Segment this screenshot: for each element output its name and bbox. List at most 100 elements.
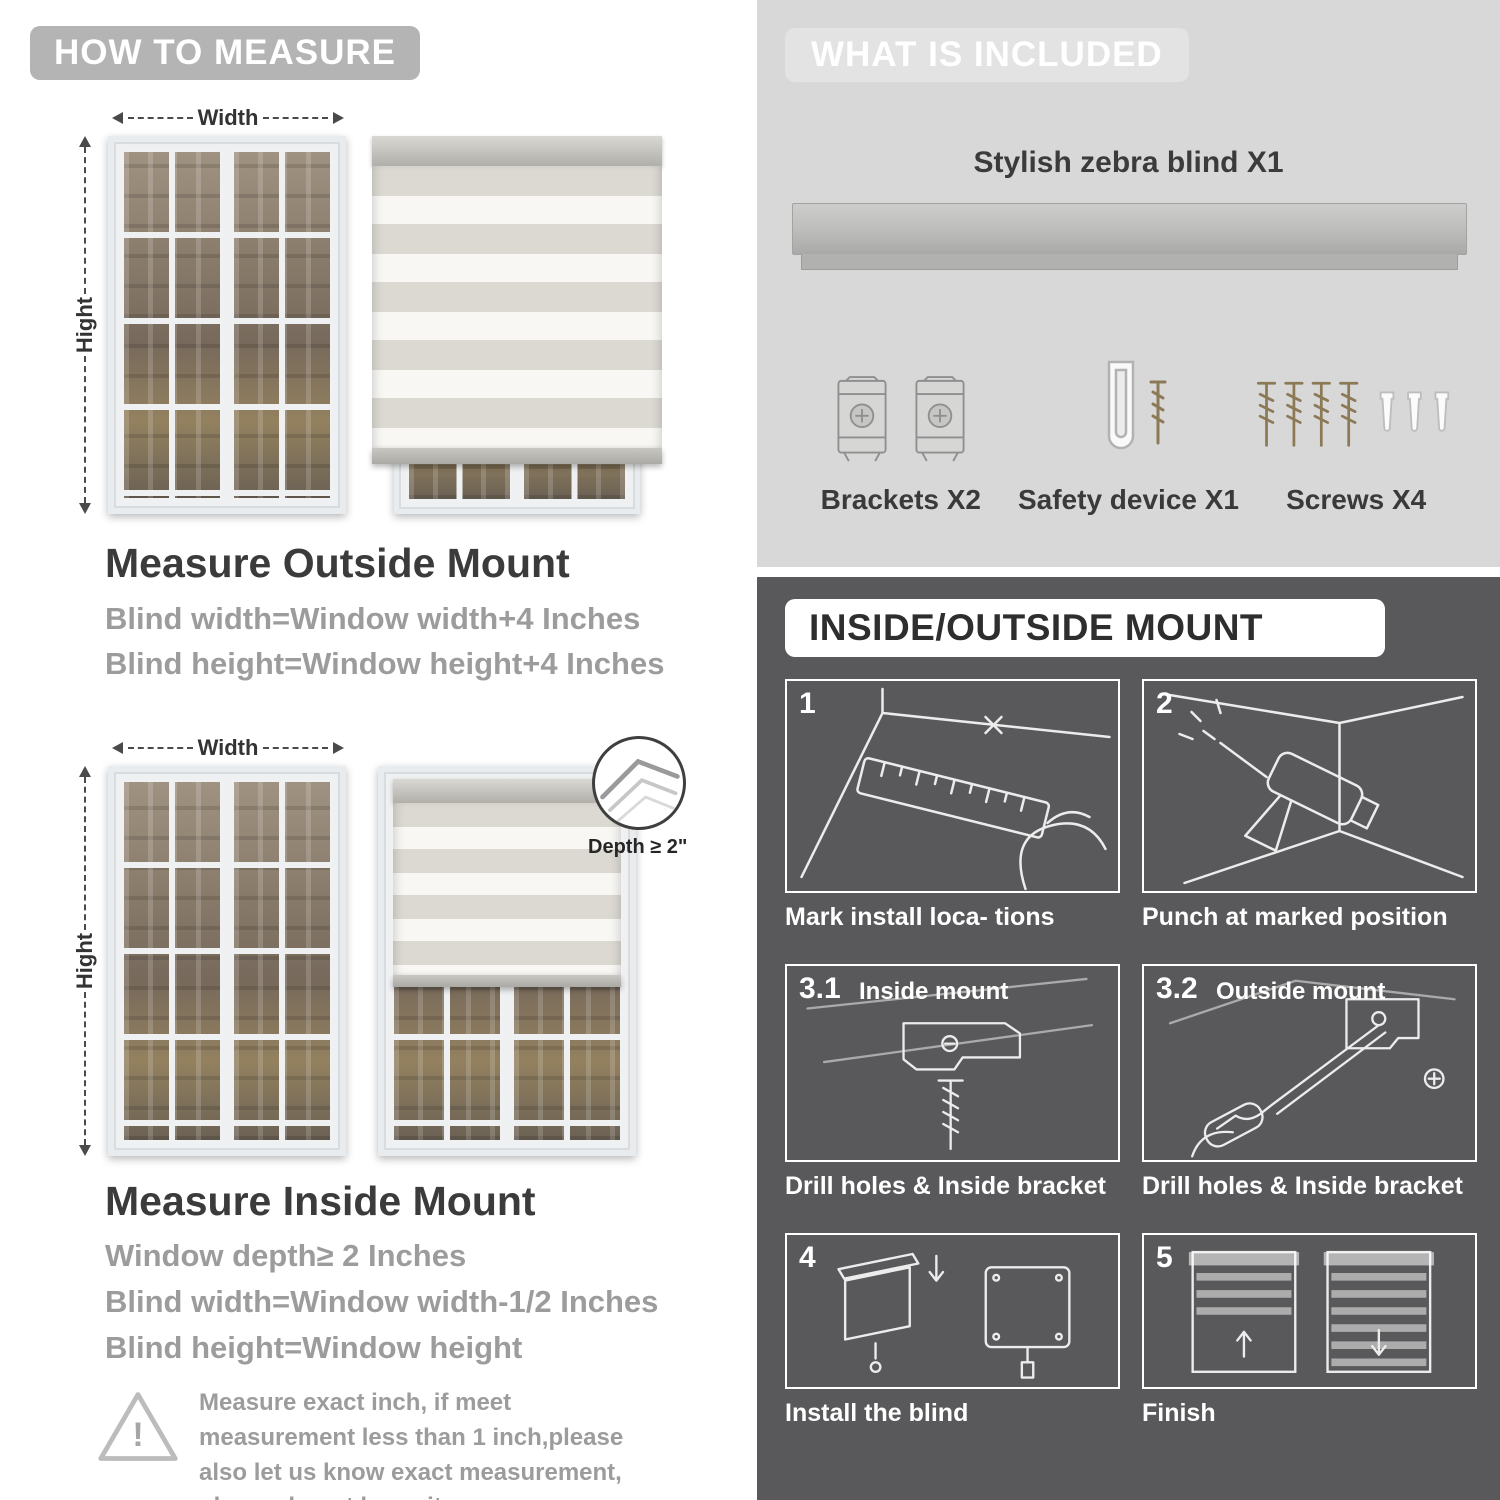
product-name-label: Stylish zebra blind X1 xyxy=(973,146,1284,179)
window-photo-inside-mount xyxy=(108,766,346,1156)
width-arrow-outside: Width xyxy=(112,105,345,130)
inside-mount-rule-height: Blind height=Window height xyxy=(105,1330,523,1365)
safety-device-glyph xyxy=(1107,360,1166,450)
step-3-1: 3.1 Inside mount xyxy=(785,964,1120,1201)
window-photo-outside-mount xyxy=(108,136,346,514)
drill-illustration xyxy=(1168,693,1464,885)
brackets-label: Brackets X2 xyxy=(820,484,981,515)
step-sublabel: Inside mount xyxy=(859,978,1009,1005)
step-1-caption: Mark install loca- tions xyxy=(785,903,1055,931)
inside-mount-rule-depth: Window depth≥ 2 Inches xyxy=(105,1238,467,1273)
step-number: 5 xyxy=(1156,1241,1173,1274)
blind-fabric-stripes xyxy=(372,166,662,448)
zebra-blind-headrail-illustration xyxy=(792,203,1467,270)
step-3-2-panel: 3.2 Outside mount xyxy=(1142,964,1477,1162)
window-sash xyxy=(231,149,333,501)
safety-device-icon xyxy=(1079,356,1179,468)
finished-blinds-illustration xyxy=(1188,1250,1434,1373)
arrowhead-right-icon xyxy=(333,112,345,124)
blind-bottom-rail xyxy=(393,975,621,987)
dashed-line xyxy=(84,777,86,930)
inside-outside-mount-banner: INSIDE/OUTSIDE MOUNT xyxy=(785,599,1385,657)
step-5: 5 xyxy=(1142,1233,1477,1428)
arrowhead-up-icon xyxy=(79,766,91,777)
step-number: 2 xyxy=(1156,687,1173,720)
screws-and-anchors-glyph xyxy=(1257,381,1450,447)
zebra-blind-inside xyxy=(393,779,621,987)
brackets-icon xyxy=(829,372,973,468)
what-is-included-banner: WHAT IS INCLUDED xyxy=(785,28,1189,82)
step-3-1-panel: 3.1 Inside mount xyxy=(785,964,1120,1162)
included-item-screws: Screws X4 xyxy=(1242,330,1470,516)
how-to-measure-title: HOW TO MEASURE xyxy=(54,33,396,72)
outside-mount-rule-width: Blind width=Window width+4 Inches xyxy=(105,601,641,636)
step-4-panel: 4 xyxy=(785,1233,1120,1389)
width-label: Width xyxy=(197,105,259,130)
dashed-line xyxy=(263,117,329,119)
step-3-2-caption: Drill holes & Inside bracket xyxy=(1142,1172,1463,1200)
step-1: 1 xyxy=(785,679,1120,932)
window-sash xyxy=(231,779,333,1143)
install-blind-illustration xyxy=(837,1252,1071,1379)
dashed-line xyxy=(84,356,86,503)
measurement-warning: ! Measure exact inch, if meet measuremen… xyxy=(95,1386,665,1500)
step-2: 2 xyxy=(1142,679,1477,932)
window-with-inside-blind xyxy=(378,766,636,1156)
width-label: Width xyxy=(197,735,259,760)
inside-outside-mount-title: INSIDE/OUTSIDE MOUNT xyxy=(809,607,1264,648)
warning-text: Measure exact inch, if meet measurement … xyxy=(199,1389,624,1500)
step-number: 3.2 xyxy=(1156,972,1198,1005)
installation-steps-grid: 1 xyxy=(785,679,1477,1428)
step-2-panel: 2 xyxy=(1142,679,1477,893)
window-sash xyxy=(121,779,223,1143)
outside-mount-rule-height: Blind height=Window height+4 Inches xyxy=(105,646,665,681)
arrowhead-left-icon xyxy=(112,112,123,124)
blind-cassette xyxy=(393,779,621,803)
window-corner-zoom-icon xyxy=(600,758,680,823)
step-number: 1 xyxy=(799,687,816,720)
mark-locations-illustration xyxy=(800,687,1111,891)
height-arrow-inside: Hight xyxy=(72,766,98,1156)
included-item-safety-device: Safety device X1 xyxy=(1015,330,1243,516)
dashed-line xyxy=(263,747,329,749)
inside-bracket-illustration xyxy=(806,977,1094,1151)
included-item-brackets: Brackets X2 xyxy=(787,330,1015,516)
step-5-panel: 5 xyxy=(1142,1233,1477,1389)
step-5-caption: Finish xyxy=(1142,1399,1216,1427)
arrowhead-down-icon xyxy=(79,503,91,514)
step-4: 4 In xyxy=(785,1233,1120,1428)
step-number: 3.1 xyxy=(799,972,841,1005)
depth-callout-circle xyxy=(592,736,686,830)
zebra-blind-outside-illustration xyxy=(372,136,662,514)
step-3-2: 3.2 Outside mount xyxy=(1142,964,1477,1201)
warning-triangle-icon: ! xyxy=(95,1386,181,1468)
what-is-included-title: WHAT IS INCLUDED xyxy=(811,35,1163,74)
step-2-caption: Punch at marked position xyxy=(1142,903,1448,931)
dashed-line xyxy=(84,992,86,1145)
step-number: 4 xyxy=(799,1241,816,1274)
arrowhead-down-icon xyxy=(79,1145,91,1156)
arrowhead-up-icon xyxy=(79,136,91,147)
exclamation-mark: ! xyxy=(132,1416,144,1454)
step-1-panel: 1 xyxy=(785,679,1120,893)
step-sublabel: Outside mount xyxy=(1216,978,1386,1005)
included-items-row: Brackets X2 xyxy=(787,330,1470,516)
screws-label: Screws X4 xyxy=(1286,484,1427,515)
blind-fabric-stripes xyxy=(393,803,621,975)
depth-requirement-label: Depth ≥ 2" xyxy=(588,836,688,858)
step-3-1-caption: Drill holes & Inside bracket xyxy=(785,1172,1106,1200)
width-arrow-inside: Width xyxy=(112,735,345,760)
how-to-measure-banner: HOW TO MEASURE xyxy=(30,26,420,80)
measure-inside-mount-title: Measure Inside Mount xyxy=(105,1178,536,1224)
outside-bracket-illustration xyxy=(1168,979,1456,1158)
what-is-included-section: WHAT IS INCLUDED Stylish zebra blind X1 xyxy=(757,0,1500,567)
arrowhead-right-icon xyxy=(333,742,345,754)
dashed-line xyxy=(128,747,193,749)
dashed-line xyxy=(128,117,193,119)
height-label: Hight xyxy=(72,932,98,990)
safety-device-label: Safety device X1 xyxy=(1017,484,1240,515)
inside-mount-rule-width: Blind width=Window width-1/2 Inches xyxy=(105,1284,659,1319)
screws-icon xyxy=(1251,368,1461,468)
height-arrow-outside: Hight xyxy=(72,136,98,514)
